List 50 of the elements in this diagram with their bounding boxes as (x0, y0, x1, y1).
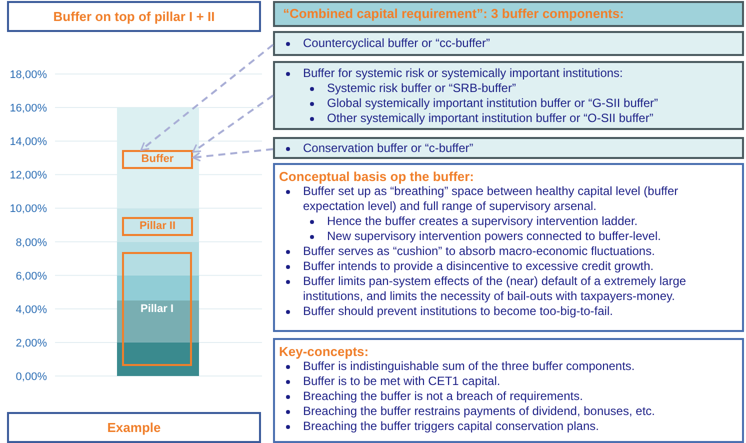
bullet-text: Breaching the buffer restrains payments of dividend, bonuses, etc. (303, 404, 655, 419)
bullet-text: Global systemically important institution buffer or “G-SII buffer” (327, 96, 658, 110)
tick-label: 18,00% (10, 69, 47, 81)
tick-label: 4,00% (16, 304, 47, 316)
bullet-text: Buffer serves as “cushion” to absorb macro-economic fluctuations. (303, 244, 655, 259)
tick-label: 8,00% (16, 236, 47, 249)
bullet-text: Other systemically important institution buffer or “O-SII buffer” (327, 110, 654, 126)
bullet-text: Hence the buffer creates a supervisory intervention ladder. (327, 214, 638, 229)
buffer-component-box (273, 61, 744, 130)
bullet-text: Buffer for systemic risk or systemically important institutions: (303, 66, 623, 80)
title-box (7, 412, 261, 443)
bullet-text: Breaching the buffer is not a breach of requirements. (303, 389, 583, 404)
bullet-text: Countercyclical buffer or “cc-buffer” (303, 36, 490, 51)
header-box (273, 1, 744, 27)
bullet-text: Buffer limits pan-system effects of the (near) default of a extremely large institutions, and limits the necessity of bail-outs with taxpayers-money. (303, 274, 688, 304)
bullet-text: Conservation buffer or “c-buffer” (303, 140, 474, 156)
tick-label: 16,00% (10, 102, 47, 115)
bullet-text: Buffer is indistinguishable sum of the three buffer components. (303, 359, 635, 374)
bullet-text: Buffer is to be met with CET1 capital. (303, 374, 500, 389)
dashed-arrow (192, 148, 274, 162)
box-text: “Combined capital requirement”: 3 buffer components: (283, 5, 624, 24)
dashed-arrow (140, 44, 274, 151)
buffer-component-box (273, 137, 744, 159)
tick-label: 6,00% (16, 270, 47, 282)
dashed-arrow (192, 94, 274, 153)
bullet-text: Buffer set up as “breathing” space between healthy capital level (buffer expectation level) and full range of supervisory arsenal. (303, 184, 680, 214)
tick-label: 0,00% (16, 371, 47, 383)
chart-label-box (122, 252, 192, 366)
box-text: Example (107, 418, 161, 437)
chart-label-box (122, 150, 193, 169)
bullet-text: Buffer intends to provide a disincentive to excessive credit growth. (303, 259, 654, 274)
text-panel (273, 163, 744, 332)
bullet-text: Systemic risk buffer or “SRB-buffer” (327, 80, 516, 96)
box-text: Pillar II (139, 219, 176, 234)
box-text: Buffer (141, 152, 174, 168)
panel-heading: Conceptual basis op the buffer: (279, 169, 476, 184)
bullet-text: Buffer should prevent institutions to become too-big-to-fail. (303, 304, 613, 319)
text-panel (273, 338, 744, 443)
bullet-text: New supervisory intervention powers connected to buffer-level. (327, 229, 661, 244)
tick-label: 2,00% (16, 337, 47, 350)
panel-heading: Key-concepts: (279, 344, 370, 359)
tick-label: 14,00% (10, 136, 47, 148)
bullet-text: Breaching the buffer triggers capital conservation plans. (303, 419, 599, 434)
chart-label-box (122, 217, 193, 236)
buffer-component-box (273, 31, 744, 56)
box-text: Pillar I (140, 302, 174, 317)
tick-label: 12,00% (10, 170, 47, 182)
title-box (7, 1, 261, 32)
box-text: Buffer on top of pillar I + II (53, 8, 215, 26)
tick-label: 10,00% (10, 203, 47, 216)
